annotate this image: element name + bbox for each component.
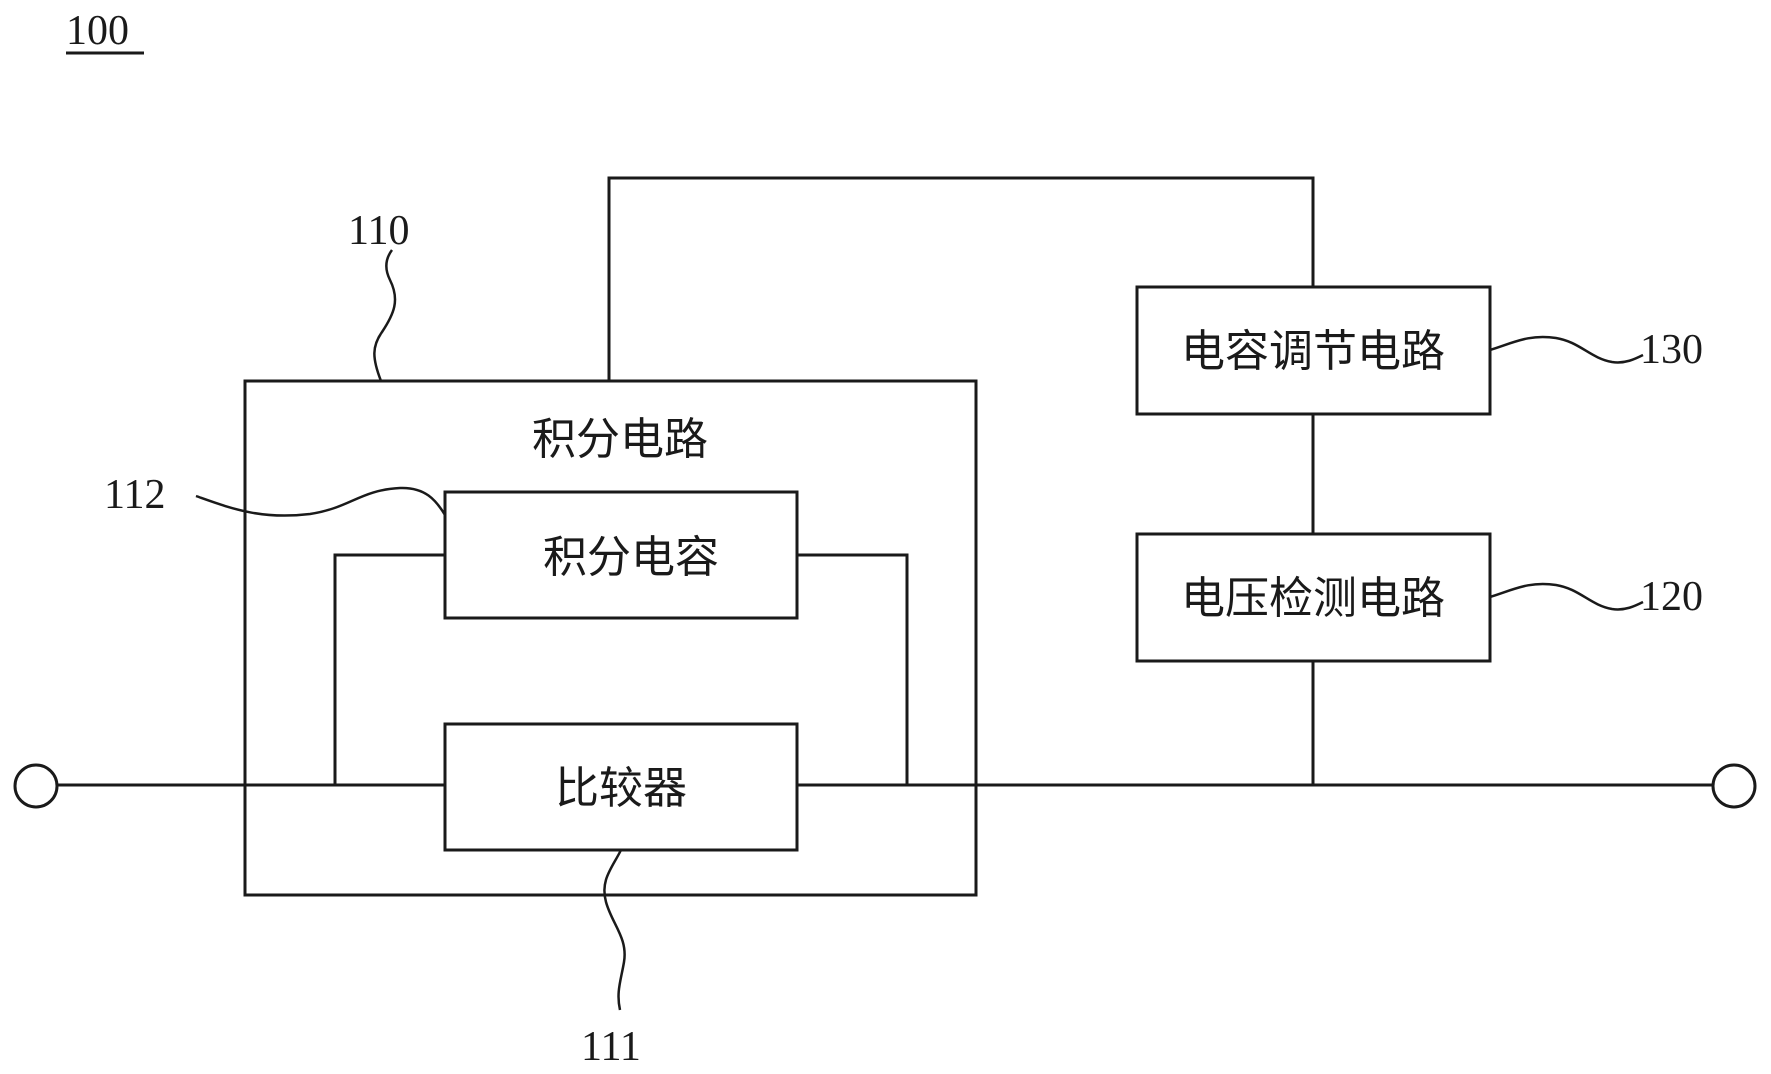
ref-110: 110: [348, 208, 409, 254]
ref-112: 112: [104, 472, 165, 518]
ref-130: 130: [1640, 327, 1703, 373]
capacitance-adjust-circuit-box: [1135, 285, 1492, 416]
voltage-detect-circuit-label: 电压检测电路: [1181, 573, 1445, 624]
capacitance-adjust-circuit-label: 电容调节电路: [1181, 326, 1445, 377]
integrating-capacitor-box: [443, 490, 799, 620]
leader-111: [603, 849, 626, 1011]
output-terminal: [1711, 763, 1757, 809]
leader-130: [1489, 335, 1644, 364]
top-feedback-wire: [607, 176, 1315, 381]
comparator-box: [443, 722, 799, 852]
integrating-circuit-label: 积分电路: [532, 414, 708, 465]
leader-110: [373, 249, 397, 382]
leader-112: [195, 486, 447, 517]
input-terminal: [13, 763, 59, 809]
capacitor-left-wire: [333, 553, 445, 785]
ref-120: 120: [1640, 574, 1703, 620]
figure-number: 100: [66, 8, 129, 54]
comparator-label: 比较器: [555, 763, 687, 814]
leader-120: [1489, 582, 1644, 611]
ref-111: 111: [581, 1024, 641, 1070]
voltage-detect-circuit-box: [1135, 532, 1492, 663]
integrating-capacitor-label: 积分电容: [543, 532, 719, 583]
capacitor-right-wire: [797, 553, 909, 785]
